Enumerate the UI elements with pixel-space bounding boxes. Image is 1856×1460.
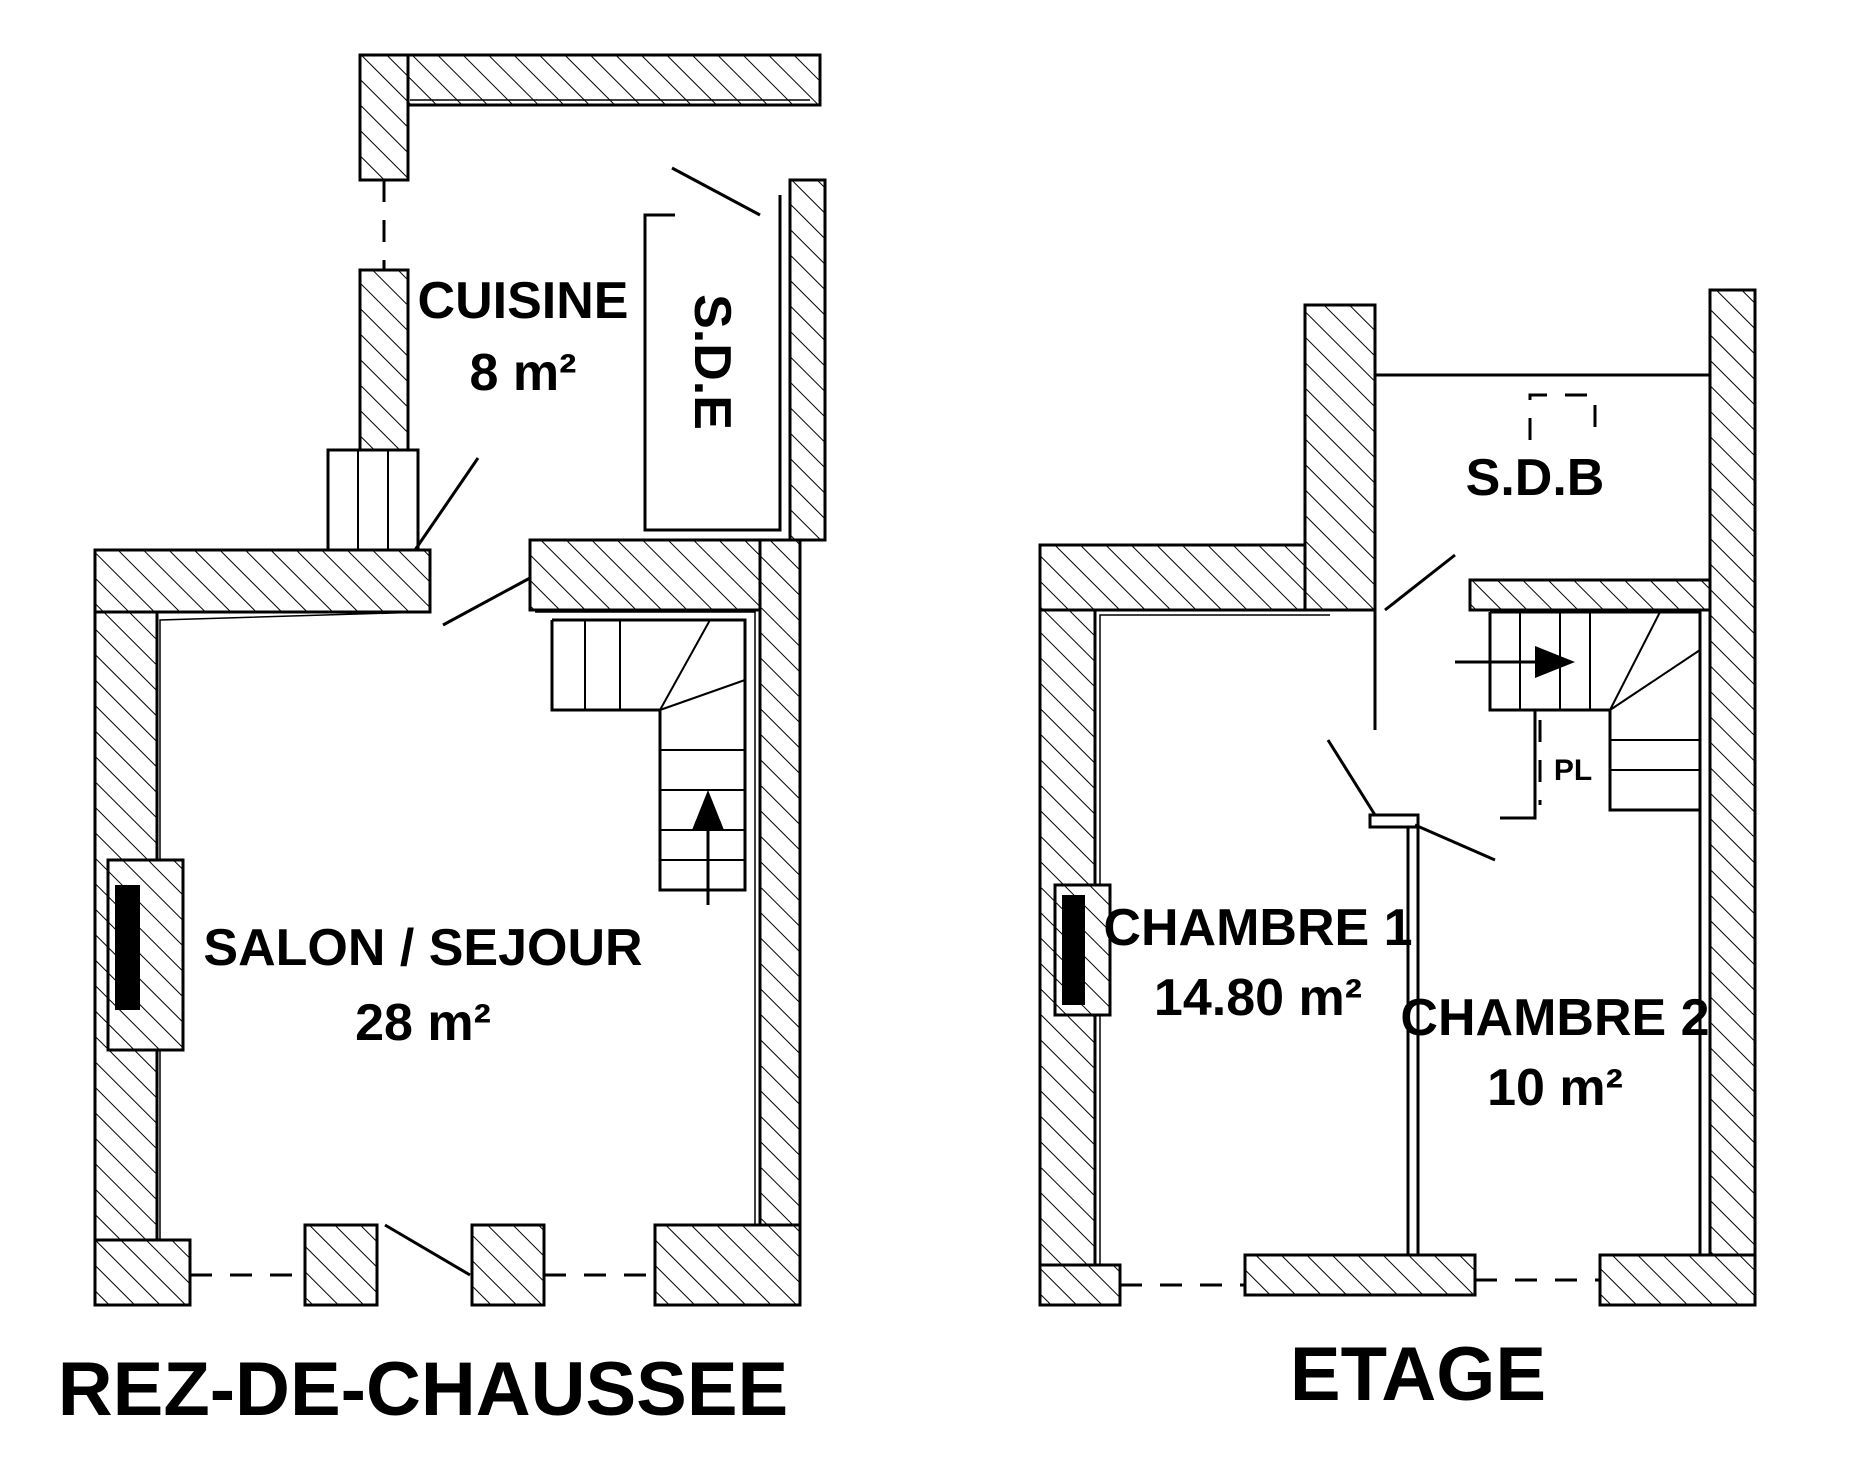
ground-top-wall-left [93, 548, 432, 614]
upper-stair-arrow-head [1535, 646, 1575, 678]
salon-door [442, 576, 531, 627]
upper-inner-lining [1099, 614, 1330, 1265]
pl-closet [1500, 708, 1610, 820]
chambre1-door [1326, 739, 1377, 816]
sdb-door [1384, 553, 1456, 612]
ground-right-wall [758, 538, 802, 1307]
upper-floor-title: ETAGE [1290, 1332, 1546, 1417]
cuisine-label: CUISINE [418, 272, 629, 330]
sdb-label: S.D.B [1466, 449, 1605, 507]
sde-door [671, 166, 761, 217]
ground-pier-1 [303, 1223, 379, 1307]
sde-partition [643, 195, 782, 532]
kitchen-left-wall-upper [358, 53, 410, 182]
ground-floor-plan [93, 53, 827, 1307]
upper-floor-plan [1038, 288, 1757, 1307]
stair-arrow-head [692, 790, 724, 830]
upper-facade [1038, 1253, 1757, 1307]
chambre2-area: 10 m² [1487, 1059, 1623, 1117]
kitchen-door [413, 457, 480, 551]
salon-area: 28 m² [355, 994, 491, 1052]
ground-pier-2 [470, 1223, 546, 1307]
ground-top-wall-right [528, 538, 762, 612]
cuisine-area: 8 m² [470, 344, 577, 402]
salon-label: SALON / SEJOUR [203, 919, 642, 977]
sde-label: S.D.E [683, 294, 741, 430]
sdb-bottom-wall [1468, 578, 1712, 612]
kitchen-right-wall [788, 178, 827, 542]
ground-staircase [550, 618, 747, 905]
upper-top-wall [1038, 543, 1337, 612]
fireplace-hearth [115, 885, 140, 1010]
upper-chimney-wall [1303, 303, 1377, 612]
chimney-block [326, 448, 420, 552]
upper-pier-1 [1243, 1253, 1477, 1297]
ground-facade [93, 1223, 802, 1307]
pl-label: PL [1554, 754, 1592, 787]
entrance-door [384, 1223, 471, 1277]
chambre2-label: CHAMBRE 2 [1400, 989, 1709, 1047]
chambre1-label: CHAMBRE 1 [1103, 899, 1412, 957]
chambre1-area: 14.80 m² [1154, 969, 1362, 1027]
kitchen-left-wall-lower [358, 268, 410, 452]
ground-floor-title: REZ-DE-CHAUSSEE [58, 1347, 789, 1432]
kitchen-top-wall [358, 53, 822, 107]
upper-right-wall [1708, 288, 1757, 1307]
upper-staircase [1455, 610, 1702, 812]
sdb-shower [1528, 393, 1597, 440]
chambre2-door [1414, 823, 1496, 862]
